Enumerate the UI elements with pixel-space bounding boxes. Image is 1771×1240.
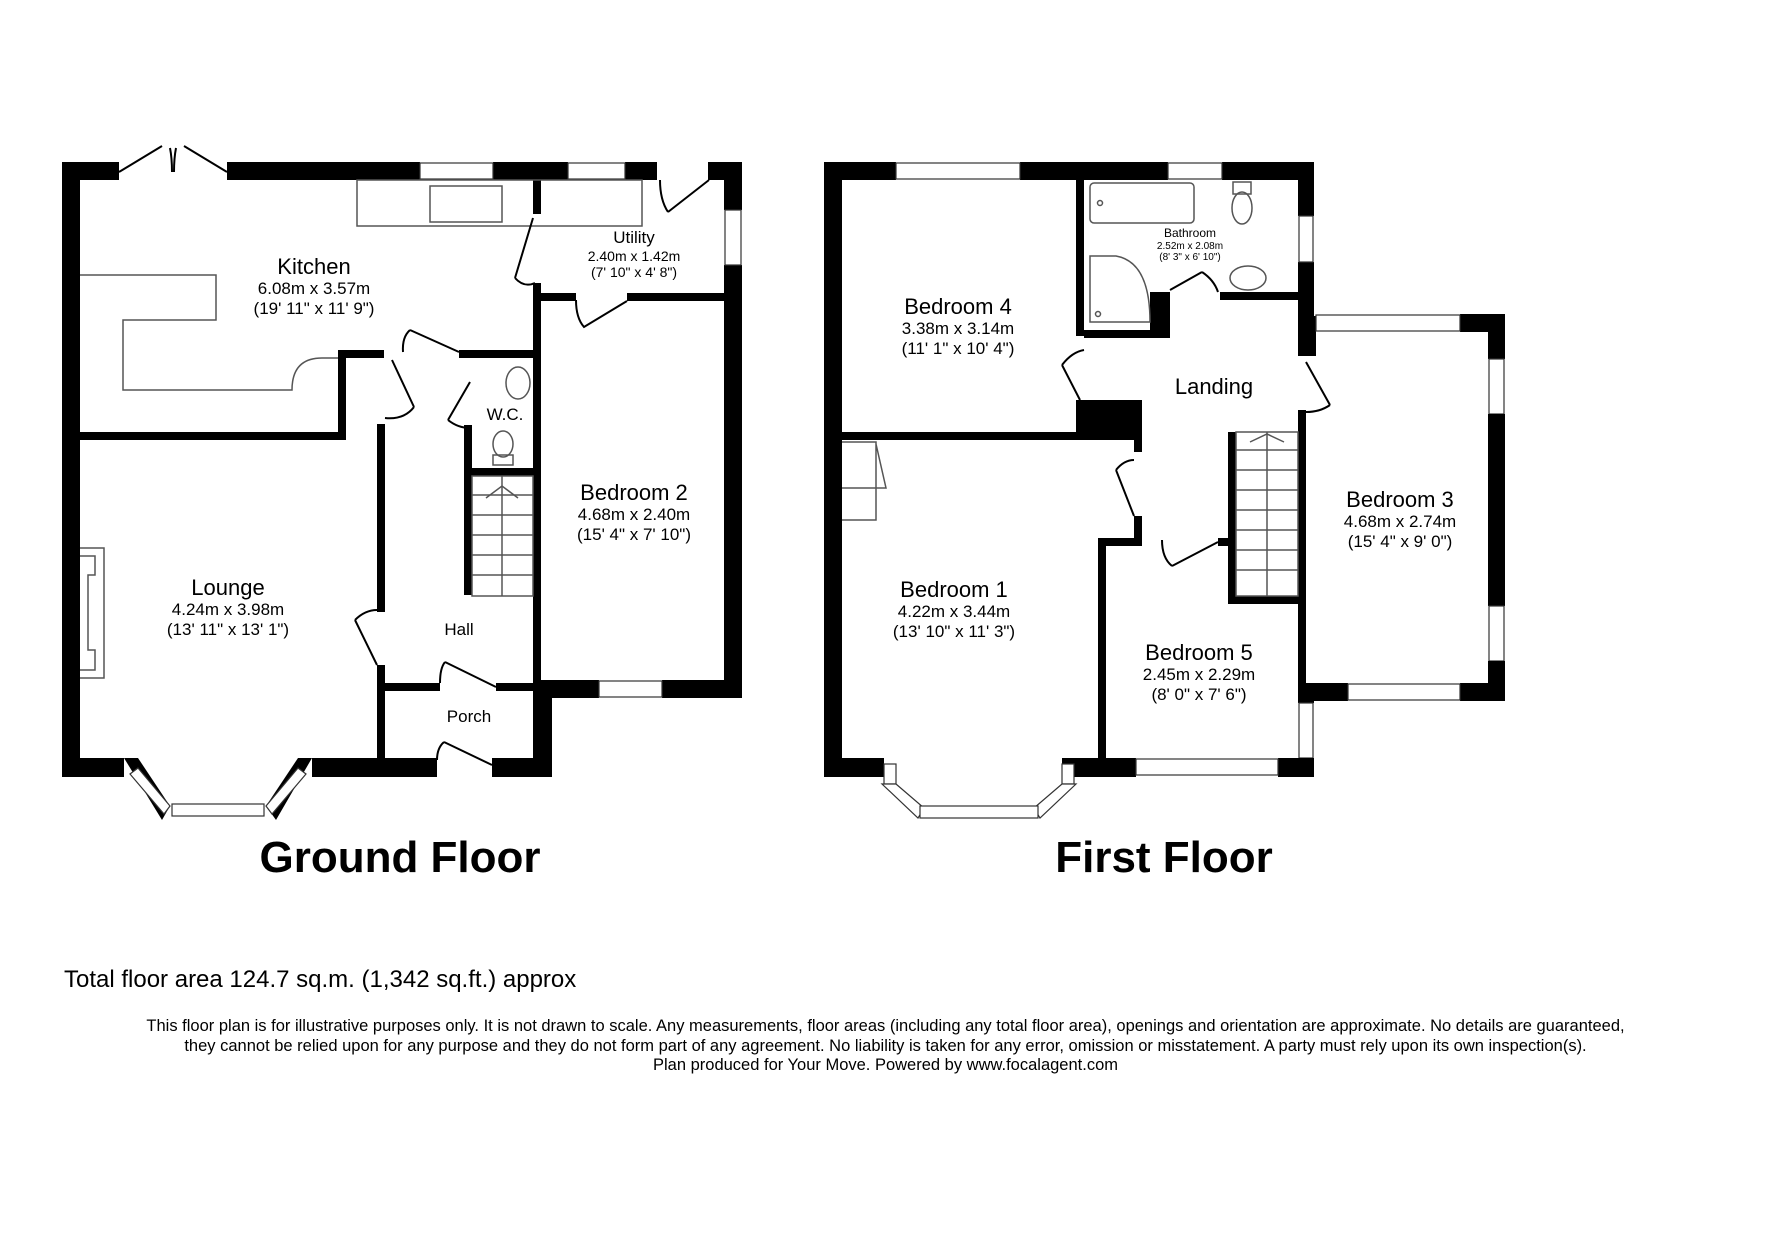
room-name: Kitchen bbox=[277, 254, 351, 279]
room-name: Bedroom 3 bbox=[1346, 487, 1454, 512]
ground-floor-title: Ground Floor bbox=[259, 833, 541, 882]
room-dimensions-imperial: (13' 11" x 13' 1") bbox=[166, 619, 290, 639]
disclaimer-line-2: they cannot be relied upon for any purpo… bbox=[184, 1036, 1587, 1055]
room-landing: Landing bbox=[1175, 374, 1253, 399]
room-lounge: Lounge 4.24m x 3.98m (13' 11" x 13' 1") bbox=[167, 575, 289, 639]
room-bedroom-5: Bedroom 5 2.45m x 2.29m (8' 0" x 7' 6") bbox=[1143, 640, 1255, 704]
disclaimer: This floor plan is for illustrative purp… bbox=[0, 1017, 1771, 1076]
room-bathroom: Bathroom 2.52m x 2.08m (8' 3" x 6' 10") bbox=[1156, 226, 1224, 264]
room-name: Bedroom 4 bbox=[904, 294, 1012, 319]
room-name: Utility bbox=[613, 228, 655, 247]
room-name: Bedroom 5 bbox=[1145, 640, 1253, 665]
room-dimensions-metric: 4.68m x 2.40m bbox=[577, 505, 691, 525]
room-bedroom-3: Bedroom 3 4.68m x 2.74m (15' 4" x 9' 0") bbox=[1344, 487, 1456, 551]
room-wc: W.C. bbox=[487, 405, 524, 425]
room-utility: Utility 2.40m x 1.42m (7' 10" x 4' 8") bbox=[588, 228, 681, 280]
room-dimensions-metric: 3.38m x 3.14m bbox=[901, 319, 1015, 339]
first-floor-title: First Floor bbox=[1055, 833, 1273, 882]
first-floor-plan bbox=[824, 162, 1505, 819]
room-dimensions-metric: 6.08m x 3.57m bbox=[257, 279, 371, 299]
room-dimensions-imperial: (19' 11" x 11' 9") bbox=[253, 298, 375, 318]
room-dimensions-imperial: (8' 3" x 6' 10") bbox=[1159, 252, 1221, 264]
room-dimensions-metric: 4.22m x 3.44m bbox=[897, 602, 1011, 622]
room-dimensions-imperial: (13' 10" x 11' 3") bbox=[892, 621, 1016, 641]
room-dimensions-imperial: (8' 0" x 7' 6") bbox=[1151, 684, 1247, 704]
room-dimensions-imperial: (15' 4" x 7' 10") bbox=[576, 524, 692, 544]
room-hall: Hall bbox=[444, 620, 473, 640]
room-dimensions-metric: 4.68m x 2.74m bbox=[1343, 512, 1457, 532]
room-bedroom-1: Bedroom 1 4.22m x 3.44m (13' 10" x 11' 3… bbox=[893, 577, 1015, 641]
room-dimensions-metric: 2.40m x 1.42m bbox=[587, 247, 681, 264]
room-name: Hall bbox=[444, 620, 474, 639]
room-name: Lounge bbox=[191, 575, 265, 600]
room-dimensions-imperial: (7' 10" x 4' 8") bbox=[590, 263, 678, 280]
room-bedroom-4: Bedroom 4 3.38m x 3.14m (11' 1" x 10' 4"… bbox=[902, 294, 1015, 358]
disclaimer-line-1: This floor plan is for illustrative purp… bbox=[146, 1017, 1625, 1035]
room-dimensions-metric: 2.45m x 2.29m bbox=[1142, 665, 1256, 685]
room-dimensions-metric: 2.52m x 2.08m bbox=[1156, 240, 1224, 252]
room-name: Landing bbox=[1174, 374, 1254, 399]
room-dimensions-metric: 4.24m x 3.98m bbox=[171, 600, 285, 620]
room-name: Bedroom 1 bbox=[900, 577, 1008, 602]
room-name: Bedroom 2 bbox=[580, 480, 688, 505]
room-porch: Porch bbox=[447, 707, 491, 727]
room-name: Porch bbox=[446, 707, 492, 726]
total-floor-area: Total floor area 124.7 sq.m. (1,342 sq.f… bbox=[64, 966, 577, 993]
room-bedroom-2: Bedroom 2 4.68m x 2.40m (15' 4" x 7' 10"… bbox=[577, 480, 691, 544]
room-name: Bathroom bbox=[1163, 226, 1217, 240]
room-kitchen: Kitchen 6.08m x 3.57m (19' 11" x 11' 9") bbox=[254, 254, 375, 318]
disclaimer-line-3: Plan produced for Your Move. Powered by … bbox=[652, 1056, 1118, 1074]
room-name: W.C. bbox=[486, 405, 524, 424]
room-dimensions-imperial: (15' 4" x 9' 0") bbox=[1347, 531, 1453, 551]
room-dimensions-imperial: (11' 1" x 10' 4") bbox=[901, 338, 1015, 358]
ground-floor-plan bbox=[62, 145, 742, 820]
